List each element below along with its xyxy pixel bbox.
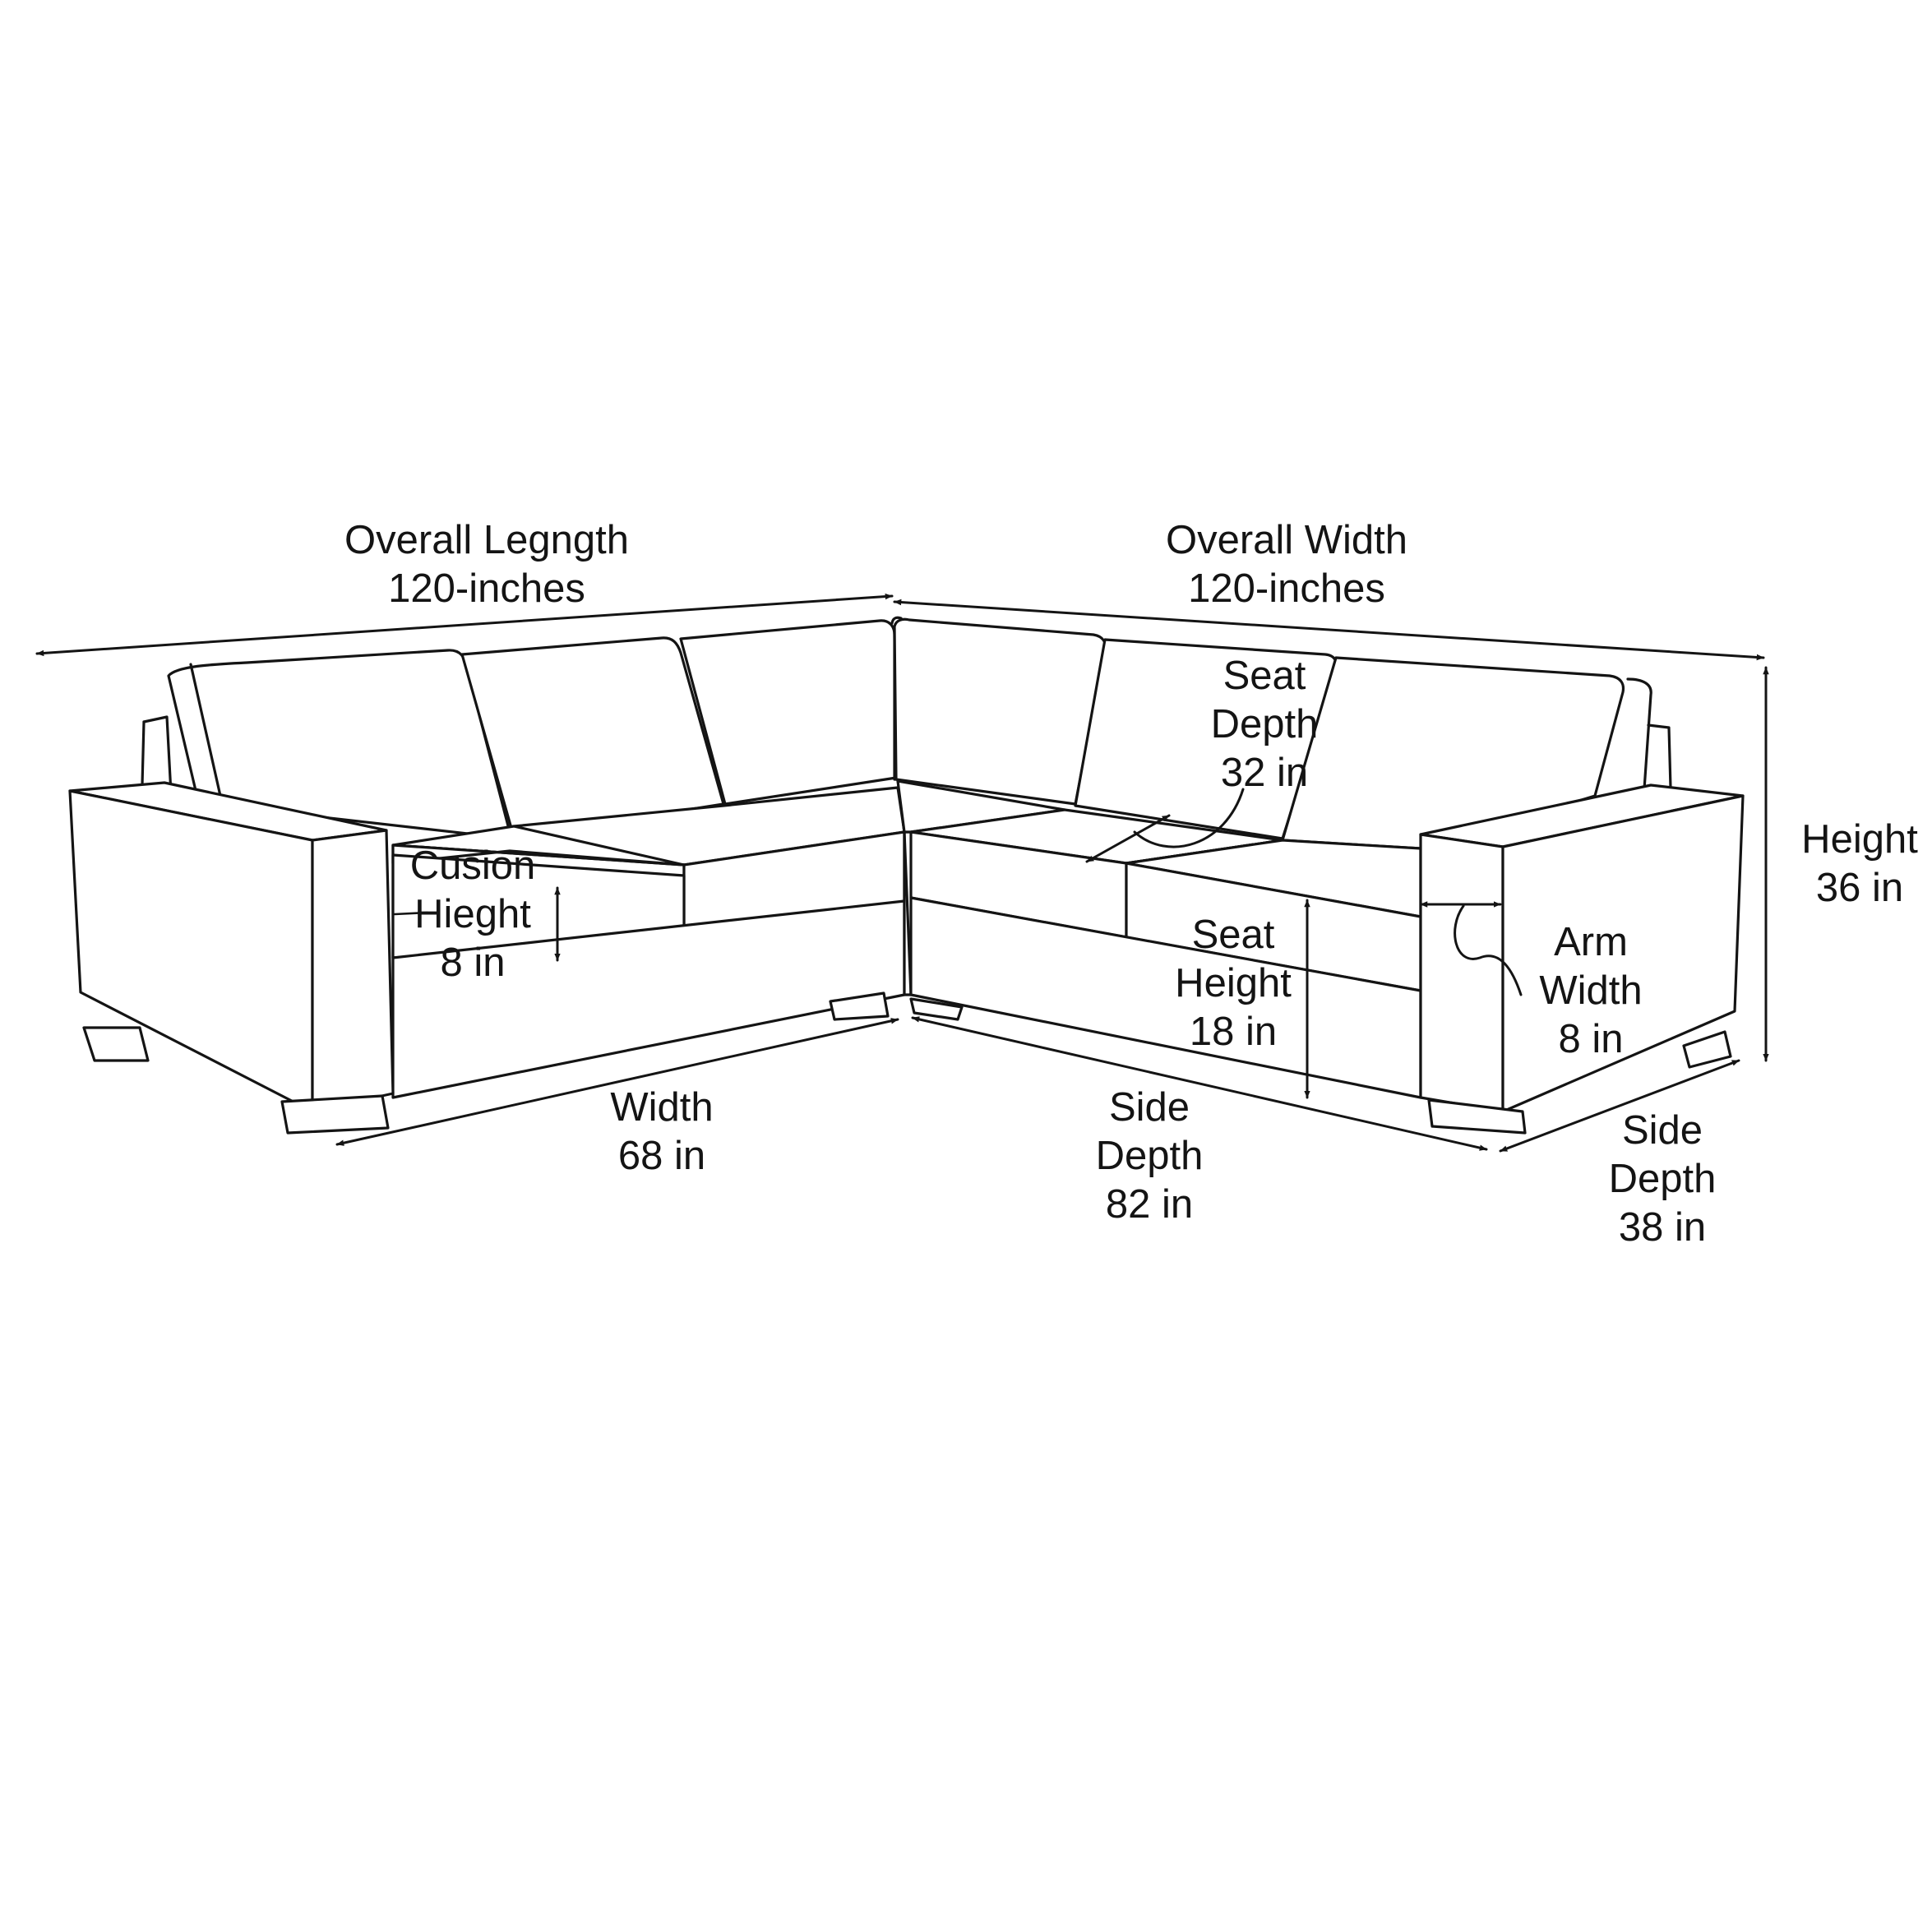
left-arm-front [311,829,395,1113]
side-depth-38-line1: Side [1621,1108,1703,1153]
overall-length-title: Overall Legngth [344,518,629,562]
left-arm-side [68,789,314,1113]
side-depth-82-label: Side Depth 82 in [1096,1084,1204,1229]
seat-height-line1: Seat [1191,913,1275,957]
overall-width-value: 120-inches [1188,566,1385,611]
cushion-height-line2: Hieght [414,892,531,936]
width-label: Width 68 in [610,1084,713,1181]
seat-height-label: Seat Height 18 in [1175,911,1292,1056]
height-title: Height [1801,817,1918,862]
overall-length-arrow [35,593,894,657]
overall-length-label: Overall Legngth 120-inches [344,516,629,613]
corner-section [890,616,1066,996]
seat-depth-value: 32 in [1220,751,1309,795]
arm-width-line2: Width [1539,968,1643,1013]
height-value: 36 in [1815,866,1904,910]
right-arm-side [1501,794,1745,1113]
overall-width-arrow [893,599,1765,661]
width-value: 68 in [617,1134,706,1178]
seat-depth-arrow [1085,814,1171,863]
cushion-height-value: 8 in [440,941,506,985]
right-arm-front [1419,833,1504,1113]
side-depth-82-line1: Side [1108,1085,1190,1130]
overall-length-value: 120-inches [388,566,585,611]
arm-width-value: 8 in [1558,1017,1624,1061]
left-section [68,619,906,1135]
arm-width-line1: Arm [1554,920,1628,964]
seat-height-line2: Height [1175,961,1292,1005]
overall-width-title: Overall Width [1165,518,1408,562]
arm-width-leader [1454,904,1523,996]
seat-height-value: 18 in [1189,1010,1278,1054]
cushion-height-label: Cusion Hieght 8 in [410,842,536,987]
seat-depth-line1: Seat [1223,654,1306,698]
seat-depth-leader [1133,788,1245,848]
side-depth-82-line2: Depth [1095,1134,1204,1178]
cushion-height-line1: Cusion [409,844,536,888]
height-label: Height 36 in [1801,816,1918,913]
side-depth-82-arrow [911,1016,1488,1151]
dimension-lines [35,593,1769,1153]
arm-width-label: Arm Width 8 in [1539,918,1642,1064]
seat-depth-line2: Depth [1210,702,1319,746]
seat-depth-label: Seat Depth 32 in [1211,652,1319,797]
width-arrow [335,1018,899,1146]
side-depth-38-value: 38 in [1618,1205,1707,1250]
side-depth-38-line2: Depth [1608,1157,1717,1201]
side-depth-38-label: Side Depth 38 in [1609,1107,1717,1252]
side-depth-82-value: 82 in [1105,1182,1194,1227]
width-title: Width [610,1085,714,1130]
right-back-cushion-1 [893,617,1107,806]
overall-width-label: Overall Width 120-inches [1166,516,1407,613]
side-depth-38-arrow [1499,1059,1740,1153]
